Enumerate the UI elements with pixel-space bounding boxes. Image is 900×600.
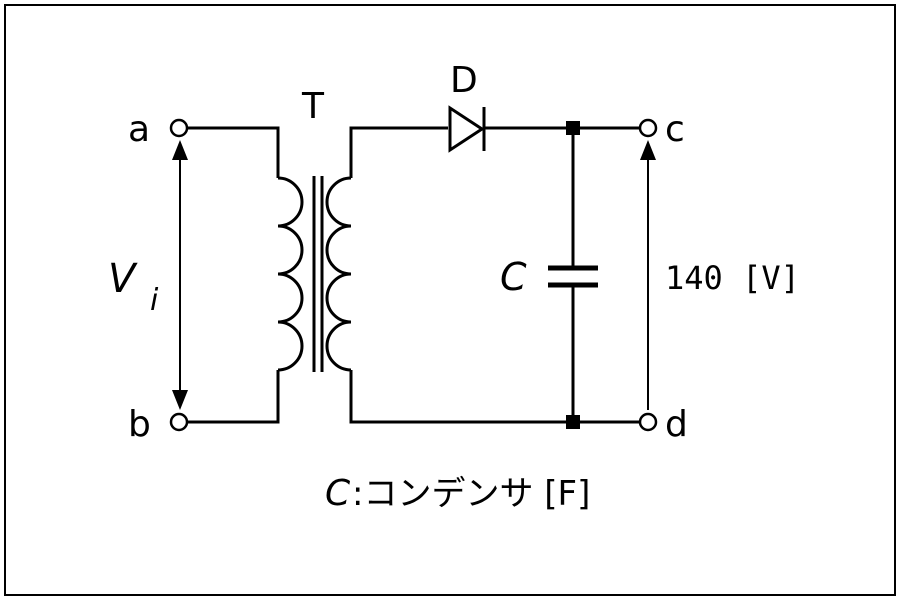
terminal-c: [638, 118, 658, 138]
diode: [448, 105, 486, 153]
diode-label: D: [450, 60, 478, 101]
diode-triangle: [448, 105, 485, 153]
transformer-secondary-coil: [325, 176, 352, 372]
arrowhead-down-left: [172, 390, 188, 410]
junction-dot-bottom: [566, 415, 580, 429]
capacitor: [548, 265, 598, 288]
wires: [187, 126, 641, 424]
legend-symbol: C: [325, 473, 351, 514]
diagram-border: [4, 4, 896, 596]
terminal-label-a: a: [128, 109, 150, 150]
terminal-a: [169, 118, 189, 138]
input-voltage-symbol: V: [108, 256, 138, 302]
input-voltage-arrow: [172, 140, 188, 410]
arrowhead-up-left: [172, 140, 188, 160]
transformer: [277, 176, 352, 372]
output-voltage-arrow: [640, 140, 656, 410]
terminal-label-b: b: [128, 404, 151, 445]
wire-primary-bottom: [187, 370, 280, 424]
transformer-label: T: [301, 86, 325, 127]
capacitor-label: C: [500, 255, 527, 299]
arrowhead-up-right: [640, 140, 656, 160]
input-voltage-subscript: i: [150, 283, 159, 318]
junction-dot-top: [566, 121, 580, 135]
terminal-d: [638, 412, 658, 432]
terminal-label-d: d: [665, 404, 688, 445]
transformer-primary-coil: [277, 176, 304, 372]
wire-secondary-top: [349, 126, 448, 178]
wire-primary-top: [187, 126, 280, 178]
terminal-b: [169, 412, 189, 432]
legend-text: :コンデンサ [F]: [352, 474, 590, 514]
output-voltage-label: 140 [V]: [665, 259, 800, 297]
terminal-label-c: c: [665, 109, 685, 150]
wire-secondary-bottom: [349, 370, 641, 424]
